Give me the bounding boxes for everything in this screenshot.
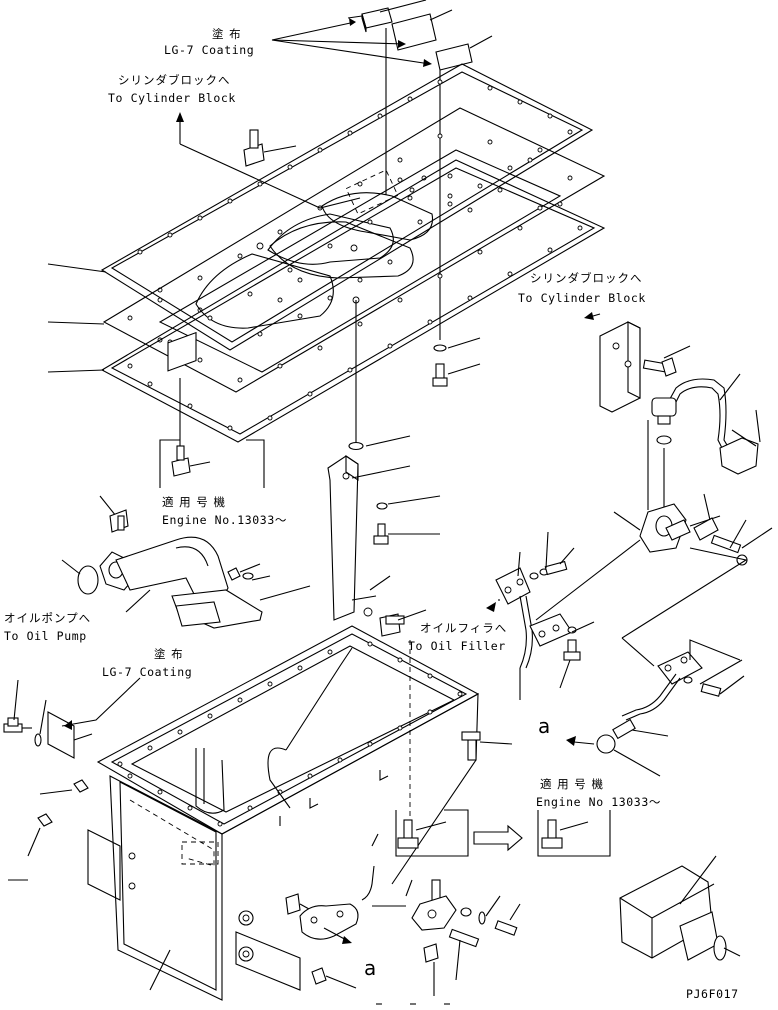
oil-filler-jp: オイルフィラへ (420, 621, 508, 635)
engine-no-left-jp: 適 用 号 機 (162, 495, 226, 509)
upper-gasket (100, 63, 594, 351)
engine-no-right-en: Engine No 13033～ (536, 795, 661, 809)
oil-pump-en: To Oil Pump (4, 629, 87, 643)
bolt-top-left (176, 112, 361, 209)
middle-plate (102, 107, 606, 393)
cyl-block-left-jp: シリンダブロックへ (118, 73, 231, 87)
engine-no-right-boxes (395, 640, 611, 857)
drain-tool (619, 855, 741, 961)
engine-no-left-box (159, 331, 265, 488)
oil-filler-en: To Oil Filler (408, 639, 506, 653)
ref-a-upper: a (538, 714, 551, 738)
right-pipe-assembly (535, 312, 773, 777)
drawing-code: PJ6F017 (686, 987, 739, 1001)
drain-parts (285, 833, 406, 989)
oil-pump-jp: オイルポンプへ (4, 611, 92, 625)
right-washer-bolt (432, 337, 481, 387)
coating-blocks (347, 0, 493, 71)
ref-a-lower: a (364, 956, 377, 980)
cyl-block-right-en: To Cylinder Block (518, 291, 646, 305)
pan-plugs (8, 779, 89, 881)
coating-leader-arrows (271, 18, 441, 340)
pan-right-bolt (461, 731, 513, 761)
lg7-top-en: LG-7 Coating (164, 43, 255, 57)
drain-valve-cluster (376, 879, 521, 1005)
lg7-top-jp: 塗 布 (212, 27, 242, 41)
oil-pan (87, 625, 480, 1001)
cyl-block-right-jp: シリンダブロックへ (530, 271, 643, 285)
left-bolt-assembly (3, 677, 141, 759)
cyl-block-left-en: To Cylinder Block (108, 91, 236, 105)
oil-filler-pipe (486, 531, 595, 700)
engine-no-right-jp: 適 用 号 機 (540, 777, 604, 791)
lg7-mid-en: LG-7 Coating (102, 665, 193, 679)
engine-no-left-en: Engine No.13033～ (162, 513, 287, 527)
plate-leaders (47, 263, 107, 373)
center-bracket (327, 300, 441, 637)
suction-pipe (61, 495, 311, 629)
lg7-mid-jp: 塗 布 (154, 647, 184, 661)
